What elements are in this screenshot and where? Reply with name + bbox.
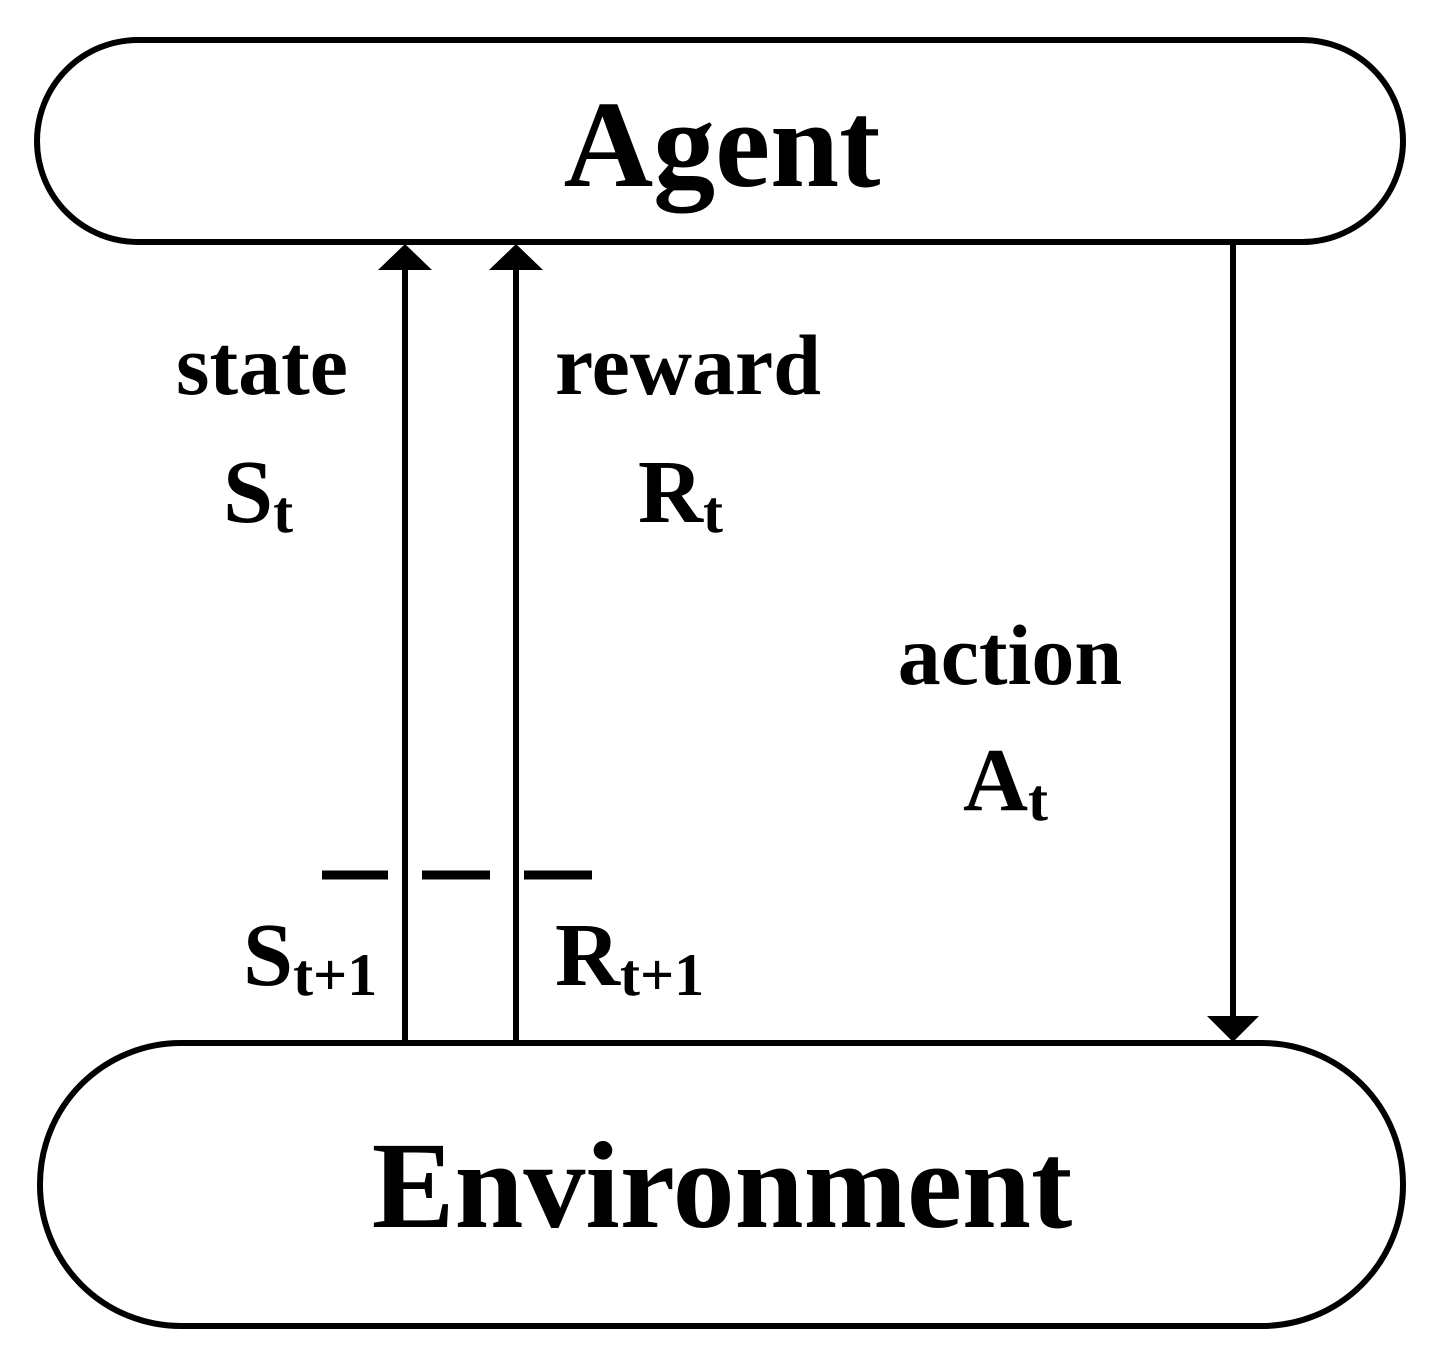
next-reward-subscript: t+1 — [620, 942, 704, 1008]
reward-subscript: t — [703, 479, 723, 545]
environment-label: Environment — [372, 1117, 1072, 1254]
state-arrow — [378, 244, 432, 1043]
agent-label: Agent — [564, 76, 881, 214]
reward-arrow — [489, 244, 543, 1043]
next-reward-label: Rt+1 — [555, 906, 704, 1008]
agent-box — [34, 37, 1406, 245]
state-word-label: state — [176, 317, 348, 413]
action-arrow — [1207, 245, 1259, 1042]
action-symbol-label: At — [963, 731, 1048, 833]
action-arrow-head — [1207, 1016, 1259, 1042]
environment-box — [37, 1040, 1406, 1329]
action-subscript: t — [1028, 767, 1048, 833]
state-symbol-label: St — [223, 443, 293, 545]
state-subscript: t — [273, 479, 293, 545]
agent-node: Agent — [34, 37, 1406, 245]
next-state-subscript: t+1 — [293, 942, 377, 1008]
reward-word-label: reward — [555, 317, 821, 413]
action-word-label: action — [898, 607, 1123, 703]
reward-symbol-label: Rt — [638, 443, 723, 545]
state-arrow-head — [378, 244, 432, 270]
next-state-label: St+1 — [243, 906, 377, 1008]
environment-node: Environment — [37, 1040, 1406, 1329]
reward-arrow-head — [489, 244, 543, 270]
